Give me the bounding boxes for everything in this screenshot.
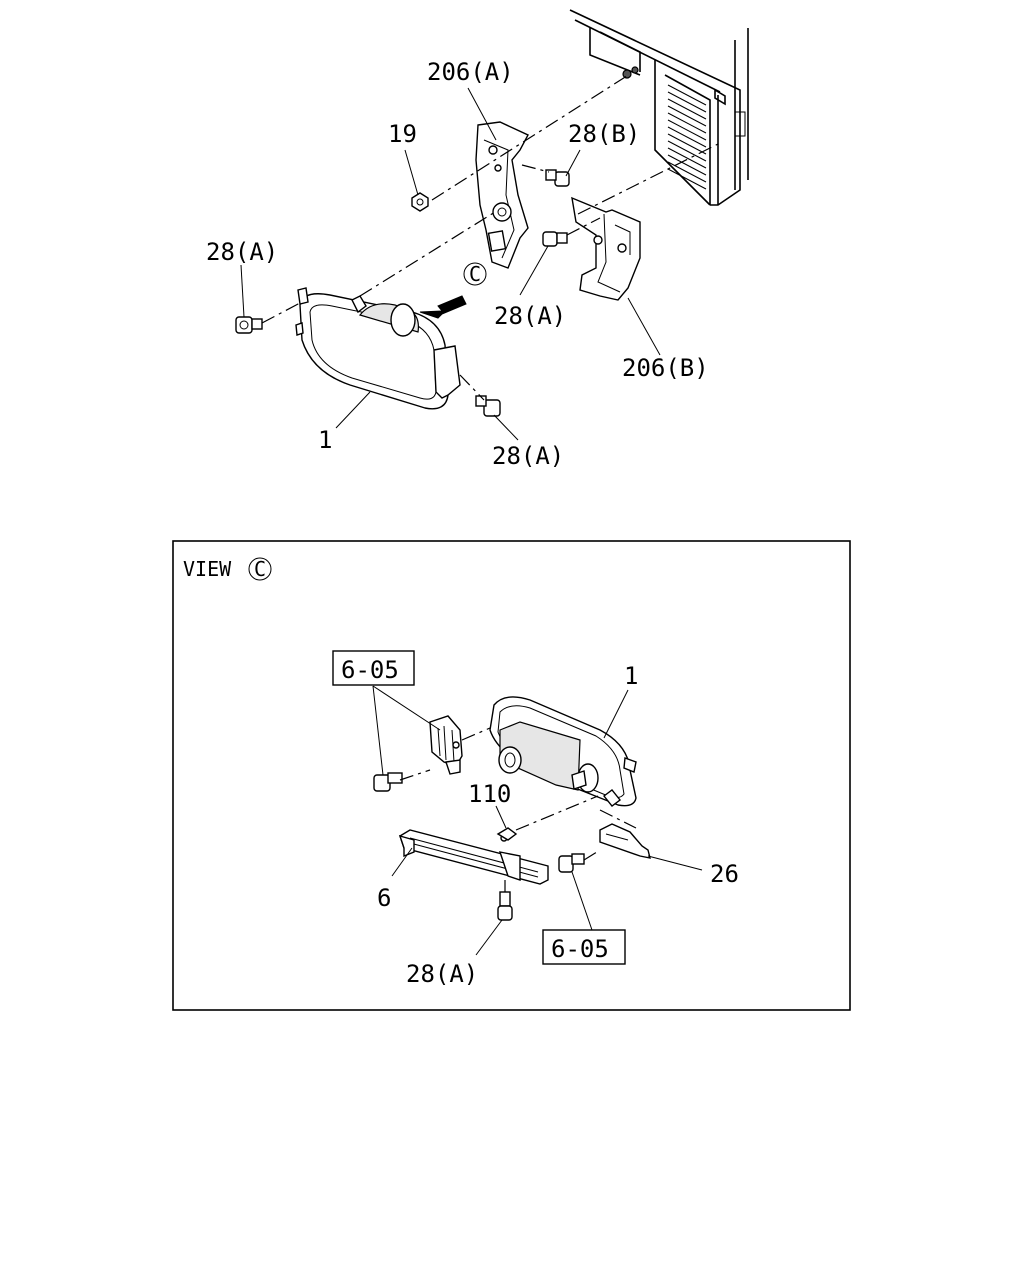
view-title: VIEW bbox=[183, 557, 232, 581]
callout-6: 6 bbox=[377, 884, 391, 912]
ref-605-upper-label: 6-05 bbox=[341, 656, 399, 684]
bracket-26 bbox=[599, 823, 651, 859]
bolt-28a-mid bbox=[542, 231, 568, 247]
bracket-206b bbox=[571, 196, 641, 301]
bracket-upper-left bbox=[429, 715, 463, 775]
callout-28a-left: 28(A) bbox=[206, 238, 278, 266]
view-direction-arrow bbox=[419, 295, 467, 319]
callout-28b: 28(B) bbox=[568, 120, 640, 148]
bolt-605-upper bbox=[373, 772, 403, 792]
callout-26: 26 bbox=[710, 860, 739, 888]
leader-lines-top bbox=[240, 87, 661, 441]
callout-28a-mid: 28(A) bbox=[494, 302, 566, 330]
grille-slats bbox=[667, 84, 707, 190]
vehicle-front-panel bbox=[569, 9, 749, 206]
bolt-28a-view bbox=[497, 891, 513, 921]
bolt-28a-bottom bbox=[475, 395, 501, 417]
view-c-marker-letter: C bbox=[469, 262, 481, 286]
bolt-28a-left bbox=[235, 316, 263, 334]
callout-28a-bottom: 28(A) bbox=[492, 442, 564, 470]
bar-bracket-6 bbox=[398, 829, 549, 885]
view-c-frame bbox=[172, 540, 851, 1011]
fog-lamp-top bbox=[295, 287, 461, 410]
leader-lines-view bbox=[372, 685, 703, 956]
callout-28a-view: 28(A) bbox=[406, 960, 478, 988]
alignment-lines-top bbox=[261, 73, 723, 401]
callout-19: 19 bbox=[388, 120, 417, 148]
bracket-206a bbox=[475, 121, 529, 269]
clip-110 bbox=[496, 827, 518, 841]
ref-box-605-upper: 6-05 bbox=[332, 650, 415, 686]
view-c-marker-letter-box: C bbox=[254, 557, 266, 581]
view-c-marker: C bbox=[248, 557, 272, 581]
bolt-605-lower bbox=[558, 853, 585, 873]
bolt-28b bbox=[545, 169, 570, 187]
callout-1-top: 1 bbox=[318, 426, 332, 454]
fog-lamp-view bbox=[489, 696, 637, 807]
callout-1-view: 1 bbox=[624, 662, 638, 690]
top-assembly: 206(A) 19 28(B) 28(A) C 28(A) 206(B) 1 2… bbox=[206, 9, 749, 470]
ref-box-605-lower: 6-05 bbox=[542, 929, 626, 965]
nut-19 bbox=[411, 192, 429, 212]
callout-110: 110 bbox=[468, 780, 511, 808]
ref-605-lower-label: 6-05 bbox=[551, 935, 609, 963]
view-c-panel: VIEW C bbox=[172, 540, 851, 1011]
callout-206b: 206(B) bbox=[622, 354, 709, 382]
alignment-lines-view bbox=[399, 727, 637, 892]
view-c-marker-top: C bbox=[463, 262, 487, 286]
callout-206a: 206(A) bbox=[427, 58, 514, 86]
